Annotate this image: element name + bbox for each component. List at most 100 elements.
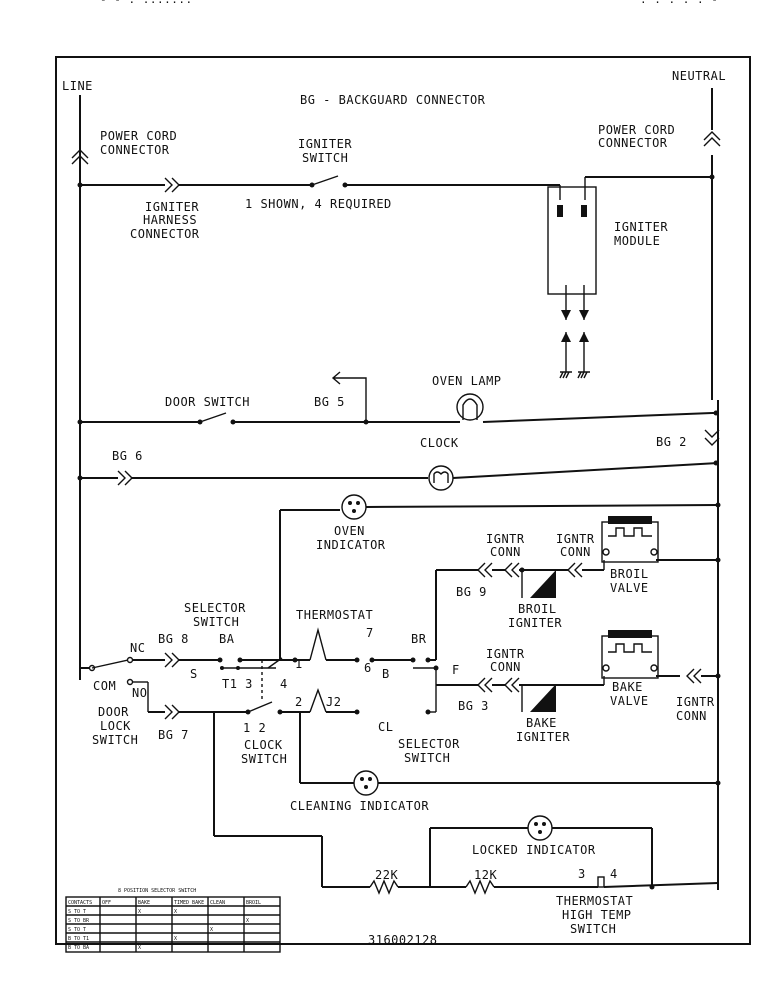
- t2-label: 2: [295, 695, 303, 709]
- neutral-label: NEUTRAL: [672, 69, 726, 83]
- power-cord-connector-right: [703, 131, 721, 147]
- locked-indicator-lamp: [527, 815, 553, 841]
- bg5-label: BG 5: [314, 395, 345, 409]
- clock-motor-icon: [428, 465, 454, 491]
- bg2-label: BG 2: [656, 435, 687, 449]
- junction-neutral-top: [713, 410, 719, 416]
- power-cord-right-2: CONNECTOR: [598, 136, 668, 150]
- thermostat-high-1: THERMOSTAT: [556, 894, 633, 908]
- junction-l1: [77, 182, 83, 188]
- spark-outputs: [559, 285, 590, 379]
- power-cord-connector-left: [71, 149, 89, 165]
- clock-label: CLOCK: [420, 436, 459, 450]
- table-header-cell: CONTACTS: [68, 900, 92, 906]
- junction-l2: [77, 419, 83, 425]
- t4-label: 4: [280, 677, 288, 691]
- line-label: LINE: [62, 79, 93, 93]
- table-header-cell: BROIL: [246, 900, 261, 906]
- selector-top-1: SELECTOR: [184, 601, 246, 615]
- ignitr-conn-1a: IGNTR: [486, 532, 525, 546]
- j2-label: J2: [326, 695, 341, 709]
- oven-lamp-icon: [456, 393, 484, 421]
- oven-ind-wire-b: [365, 504, 719, 508]
- igniter-harness-3: CONNECTOR: [130, 227, 200, 241]
- ignitr-conn-3b: CONN: [490, 660, 521, 674]
- r22k-label: 22K: [375, 868, 398, 882]
- t13-contact: [236, 666, 240, 670]
- b-label: B: [382, 667, 390, 681]
- ba-contact-a: [217, 657, 223, 663]
- ignitr-conn-bake: [504, 677, 520, 693]
- power-cord-left-2: CONNECTOR: [100, 143, 170, 157]
- f-label: F: [452, 663, 460, 677]
- header-left-fragment: - - . .......: [100, 0, 193, 6]
- clock-switch-2: SWITCH: [241, 752, 287, 766]
- table-cell: X: [174, 909, 177, 915]
- selector-blade: [267, 657, 283, 669]
- table-cell: X: [174, 936, 177, 942]
- junction-n0: [709, 174, 715, 180]
- igniter-module-2: MODULE: [614, 234, 660, 248]
- table-cell: X: [246, 918, 249, 924]
- locked-indicator-label: LOCKED INDICATOR: [472, 843, 596, 857]
- ignitr-conn-4a: IGNTR: [676, 695, 715, 709]
- table-header-cell: CLEAN: [210, 900, 225, 906]
- ignitr-conn-broil-a: [504, 562, 520, 578]
- bake-igniter-1: BAKE: [526, 716, 557, 730]
- part-number: 316002128: [368, 933, 438, 947]
- thermo-contact-lower: [309, 687, 327, 713]
- clock-wire-c: [452, 462, 719, 479]
- ignitr-conn-neutral: [686, 668, 702, 684]
- door-lock-1: DOOR: [98, 705, 129, 719]
- t7-label: 7: [366, 626, 374, 640]
- t4b-label: 4: [610, 867, 618, 881]
- no-label: NO: [132, 686, 147, 700]
- oven-lamp-wire: [482, 412, 713, 423]
- diagram-border: [55, 56, 751, 945]
- igniter-switch-blade: [311, 175, 339, 186]
- power-cord-right-1: POWER CORD: [598, 123, 675, 137]
- legend: BG - BACKGUARD CONNECTOR: [300, 93, 486, 107]
- table-title: 8 POSITION SELECTOR SWITCH: [118, 888, 196, 894]
- clock-switch-blade: [247, 701, 273, 713]
- junction-locked: [649, 884, 655, 890]
- br-label: BR: [411, 632, 427, 646]
- broil-valve-1: BROIL: [610, 567, 649, 581]
- selector-top-2: SWITCH: [193, 615, 239, 629]
- junction-n1: [715, 502, 721, 508]
- header-right-fragment: . . . . . -: [640, 0, 718, 6]
- oven-lamp-label: OVEN LAMP: [432, 374, 502, 388]
- door-lock-3: SWITCH: [92, 733, 138, 747]
- bake-valve-2: VALVE: [610, 694, 649, 708]
- bg7-label: BG 7: [158, 728, 189, 742]
- clock-switch-nums: 1 2: [243, 721, 266, 735]
- door-lock-2: LOCK: [100, 719, 131, 733]
- contact-6: [369, 657, 375, 663]
- bake-igniter-2: IGNITER: [516, 730, 570, 744]
- junction-clock: [713, 460, 719, 466]
- s-label: S: [190, 667, 198, 681]
- bg2-connector: [704, 429, 720, 446]
- clock-switch-1: CLOCK: [244, 738, 283, 752]
- t1-label: 1: [295, 657, 303, 671]
- shown-required: 1 SHOWN, 4 REQUIRED: [245, 197, 392, 211]
- com-label: COM: [93, 679, 116, 693]
- t6-label: 6: [364, 661, 372, 675]
- nc-terminal: [126, 656, 134, 664]
- s-contact: [220, 666, 224, 670]
- table-cell: S TO T: [68, 909, 86, 915]
- bake-valve-1: BAKE: [612, 680, 643, 694]
- table-cell: X: [210, 927, 213, 933]
- table-header-cell: OFF: [102, 900, 111, 906]
- igniter-module-1: IGNITER: [614, 220, 668, 234]
- broil-igniter-element: [530, 570, 556, 598]
- door-lock-blade: [91, 659, 129, 669]
- clock-switch-pole-b: [277, 709, 283, 715]
- resistor-22k: [369, 879, 399, 895]
- junction-l3: [77, 475, 83, 481]
- broil-igniter-1: BROIL: [518, 602, 557, 616]
- table-cell: X: [138, 945, 141, 951]
- power-cord-left-1: POWER CORD: [100, 129, 177, 143]
- broil-valve-icon: [601, 516, 659, 563]
